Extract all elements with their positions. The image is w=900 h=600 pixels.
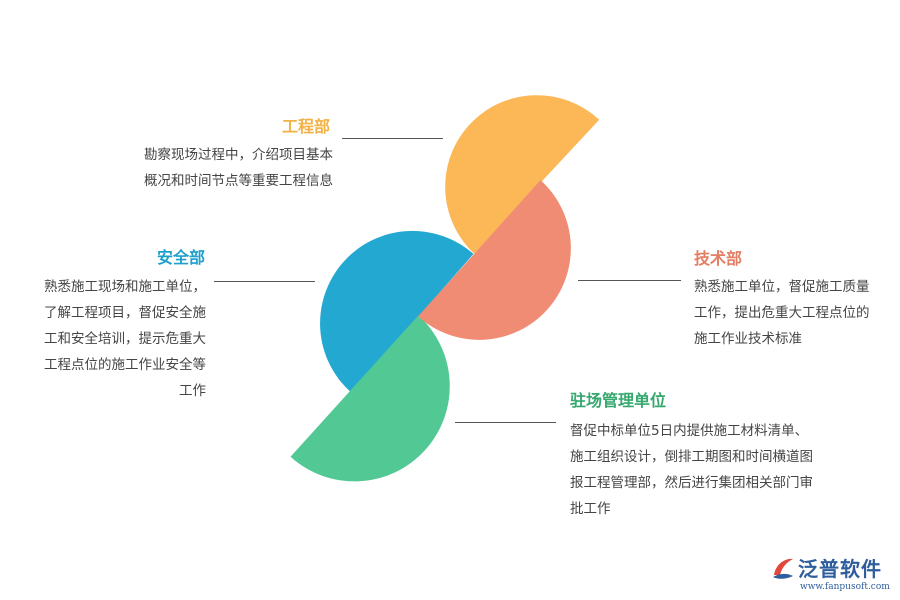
title-technical: 技术部: [694, 249, 743, 268]
connector-engineering: [342, 138, 443, 139]
desc-line: 概况和时间节点等重要工程信息: [144, 173, 333, 189]
connector-site-management: [455, 422, 556, 423]
petal-engineering: [445, 95, 600, 254]
desc-line: 了解工程项目，督促安全施: [44, 305, 206, 321]
desc-line: 督促中标单位5日内提供施工材料清单、: [570, 423, 809, 439]
connector-technical: [578, 280, 681, 281]
title-engineering: 工程部: [282, 117, 331, 136]
petal-technical: [418, 180, 571, 340]
petal-site: [290, 315, 450, 482]
fanpu-logo-icon: [773, 558, 793, 579]
desc-line: 报工程管理部，然后进行集团相关部门审: [570, 475, 813, 491]
connector-safety: [214, 281, 315, 282]
desc-line: 工程点位的施工作业安全等: [44, 357, 206, 373]
desc-safety: 熟悉施工现场和施工单位， 了解工程项目，督促安全施 工和安全培训，提示危重大 工…: [30, 274, 206, 404]
brand-logo: 泛普软件 www.fanpusoft.com: [770, 553, 895, 598]
brand-url: www.fanpusoft.com: [800, 582, 890, 592]
desc-engineering: 勘察现场过程中，介绍项目基本 概况和时间节点等重要工程信息: [130, 142, 333, 194]
brand-name: 泛普软件: [798, 557, 882, 581]
title-site-management: 驻场管理单位: [570, 391, 667, 410]
desc-line: 工作: [179, 383, 206, 399]
petal-safety: [320, 230, 474, 393]
desc-line: 批工作: [570, 501, 611, 517]
desc-line: 勘察现场过程中，介绍项目基本: [144, 147, 333, 163]
desc-technical: 熟悉施工单位，督促施工质量 工作，提出危重大工程点位的 施工作业技术标准: [694, 274, 870, 352]
desc-line: 施工作业技术标准: [694, 331, 802, 347]
desc-line: 熟悉施工现场和施工单位，: [44, 279, 206, 295]
desc-line: 工作，提出危重大工程点位的: [694, 305, 870, 321]
desc-site-management: 督促中标单位5日内提供施工材料清单、 施工组织设计，倒排工期图和时间横道图 报工…: [570, 418, 813, 522]
desc-line: 熟悉施工单位，督促施工质量: [694, 279, 870, 295]
desc-line: 施工组织设计，倒排工期图和时间横道图: [570, 449, 813, 465]
title-safety: 安全部: [157, 248, 206, 267]
desc-line: 工和安全培训，提示危重大: [44, 331, 206, 347]
